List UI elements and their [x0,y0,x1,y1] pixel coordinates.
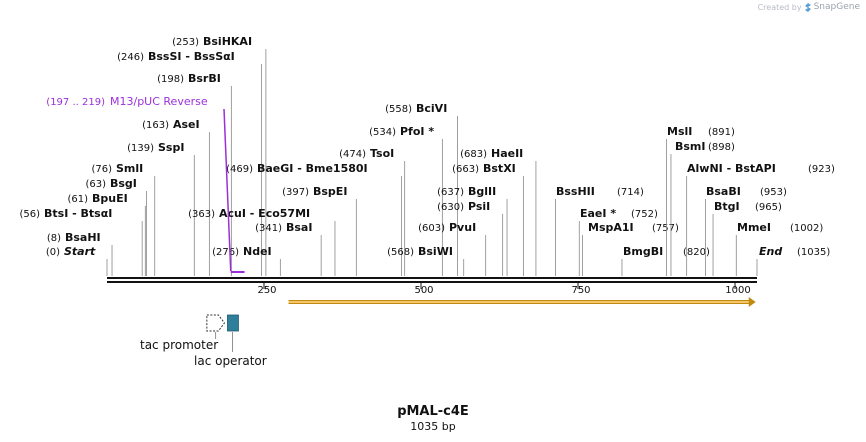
site-name: BspEI [313,185,347,198]
site-position: (341) [255,223,282,234]
primer-name: M13/pUC Reverse [110,95,208,108]
site-name: BtgI [714,200,740,213]
site-position: (397) [282,187,309,198]
axis-tick-label: 1000 [725,285,750,296]
site-position: (198) [157,74,184,85]
site-name: EaeI * [580,207,616,220]
site-position: (534) [369,127,396,138]
site-position: (363) [188,209,215,220]
site-position: (630) [437,202,464,213]
site-name: AlwNI - BstAPI [687,162,776,175]
site-position: (953) [760,187,787,198]
site-name: MmeI [737,221,771,234]
site-name: MslI [667,125,692,138]
lac-operator-box [227,314,239,332]
site-name: SspI [158,141,184,154]
site-position: (469) [226,164,253,175]
site-name: BsrBI [188,72,221,85]
site-name: PsiI [468,200,490,213]
site-name: BsaHI [65,231,101,244]
site-name: HaeII [491,147,523,160]
site-position: (253) [172,37,199,48]
site-position: (820) [683,247,710,258]
credit-brand: SnapGene [813,2,860,12]
site-name: BsgI [110,177,137,190]
site-name: BsiWI [418,245,453,258]
site-position: (0) [46,247,60,258]
site-name: AseI [173,118,200,131]
snapgene-credit: Created by SnapGene [758,2,860,12]
site-position: (246) [117,52,144,63]
primer-range: (197 .. 219) [46,97,105,108]
site-position: (163) [142,120,169,131]
promoter-arrow-shape [206,314,226,332]
site-position: (276) [212,247,239,258]
site-position: (663) [452,164,479,175]
site-name: PfoI * [400,125,434,138]
snapgene-logo-icon [804,2,811,12]
site-name: BssHII [556,185,595,198]
site-name: BpuEI [92,192,128,205]
site-name: BstXI [483,162,516,175]
site-name: BaeGI - Bme1580I [257,162,368,175]
site-name: End [759,245,782,258]
site-name: PvuI [449,221,476,234]
site-position: (61) [67,194,88,205]
site-name: AcuI - Eco57MI [219,207,310,220]
site-name: BssSI - BssSαI [148,50,235,63]
site-name: MspA1I [588,221,634,234]
site-position: (8) [47,233,61,244]
site-position: (965) [755,202,782,213]
feature-label-tac-promoter: tac promoter [140,338,218,352]
site-position: (474) [339,149,366,160]
site-position: (1002) [790,223,823,234]
site-position: (898) [708,142,735,153]
site-name: NdeI [243,245,272,258]
site-name: TsoI [370,147,394,160]
site-position: (757) [652,223,679,234]
site-name: BsaI [286,221,312,234]
feature-label-lac-operator: lac operator [194,354,267,368]
credit-text: Created by [757,2,802,12]
site-position: (637) [437,187,464,198]
site-position: (603) [418,223,445,234]
site-position: (891) [708,127,735,138]
site-name: SmlI [116,162,143,175]
axis-tick-label: 750 [571,285,590,296]
site-position: (558) [385,104,412,115]
site-position: (923) [808,164,835,175]
site-position: (1035) [797,247,830,258]
site-position: (714) [617,187,644,198]
map-title: pMAL-c4E [397,404,469,419]
site-name: Start [64,245,96,258]
site-name: BtsI - BtsαI [44,207,112,220]
primer-leader-line [223,108,232,272]
site-name: BsmI [675,140,706,153]
site-position: (56) [19,209,40,220]
axis-tick-label: 250 [257,285,276,296]
site-position: (139) [127,143,154,154]
cds-arrow-head [748,297,756,307]
site-position: (752) [631,209,658,220]
map-length: 1035 bp [410,420,455,433]
site-position: (568) [387,247,414,258]
site-name: BciVI [416,102,447,115]
promoter-arrow-icon [206,314,226,332]
site-name: BsiHKAI [203,35,252,48]
site-position: (63) [85,179,106,190]
site-position: (76) [91,164,112,175]
site-name: BmgBI [623,245,663,258]
site-name: BglII [468,185,496,198]
axis-tick-label: 500 [414,285,433,296]
site-name: BsaBI [706,185,741,198]
site-position: (683) [460,149,487,160]
